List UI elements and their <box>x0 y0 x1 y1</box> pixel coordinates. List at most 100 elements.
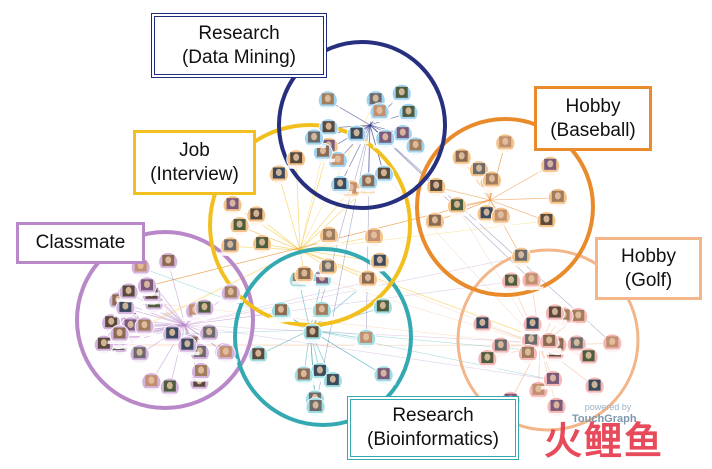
avatar-face <box>324 94 331 103</box>
person-node <box>488 206 513 227</box>
group-label-research-data-mining: Research (Data Mining) <box>151 13 327 78</box>
name-caption-bar <box>449 163 474 168</box>
group-label-line: (Data Mining) <box>181 46 297 68</box>
connection-edge <box>309 329 384 376</box>
person-node <box>91 334 116 355</box>
connection-edge <box>295 159 301 251</box>
person-node <box>373 128 398 149</box>
person-node <box>127 344 152 365</box>
connection-edge <box>184 324 577 345</box>
avatar-face <box>198 366 205 374</box>
name-caption-bar <box>244 221 269 225</box>
name-caption-bar <box>246 361 271 365</box>
connection-edge <box>489 199 547 222</box>
avatar-face <box>169 328 176 337</box>
person-node <box>371 365 396 386</box>
person-node <box>246 345 271 366</box>
connection-edge <box>299 152 324 251</box>
name-caption-bar <box>445 212 470 216</box>
avatar-face <box>518 251 525 259</box>
person-node <box>600 333 625 354</box>
person-node <box>175 335 200 356</box>
person-node <box>354 329 379 349</box>
avatar-face <box>488 174 495 183</box>
name-caption-bar <box>320 387 345 391</box>
avatar-face <box>337 179 344 187</box>
avatar-face <box>546 336 553 344</box>
name-caption-bar <box>160 340 185 344</box>
avatar-face <box>165 256 172 264</box>
name-caption-bar <box>344 140 369 145</box>
person-node <box>107 324 132 345</box>
name-caption-bar <box>315 106 340 110</box>
avatar-face <box>502 137 509 145</box>
avatar-face <box>316 366 323 374</box>
person-node <box>250 234 275 255</box>
avatar-face <box>318 305 325 313</box>
name-caption-bar <box>268 317 293 321</box>
avatar-face <box>379 301 386 309</box>
person-node <box>389 83 414 104</box>
name-caption-bar <box>520 330 545 335</box>
avatar-face <box>301 269 308 277</box>
name-caption-bar <box>338 195 363 199</box>
avatar-face <box>311 132 318 141</box>
name-caption-bar <box>156 267 181 272</box>
avatar-face <box>334 155 341 163</box>
avatar-face <box>259 238 266 246</box>
group-label-hobby-baseball: Hobby (Baseball) <box>534 86 652 151</box>
avatar-face <box>300 369 307 378</box>
name-caption-bar <box>309 316 334 321</box>
avatar-face <box>325 262 332 270</box>
name-caption-bar <box>355 192 380 197</box>
connection-edge <box>167 261 186 326</box>
avatar-face <box>554 192 561 200</box>
person-node <box>576 347 601 368</box>
name-caption-bar <box>175 351 200 356</box>
name-caption-bar <box>373 144 398 149</box>
name-caption-bar <box>316 134 341 138</box>
avatar-face <box>575 311 582 319</box>
person-node <box>320 371 345 391</box>
avatar-face <box>370 231 377 239</box>
avatar-face <box>222 347 229 355</box>
person-node <box>445 196 470 217</box>
person-node <box>268 301 293 322</box>
connection-edge <box>184 281 512 326</box>
avatar-face <box>353 129 360 137</box>
avatar-face <box>476 164 483 172</box>
name-caption-bar <box>120 337 145 342</box>
name-caption-bar <box>116 298 141 302</box>
name-caption-bar <box>127 360 152 364</box>
person-node <box>227 216 252 236</box>
person-node <box>424 177 449 197</box>
avatar-face <box>363 333 370 341</box>
group-label-line: (Interview) <box>150 163 239 185</box>
name-caption-bar <box>422 227 447 232</box>
connection-edge <box>299 100 376 251</box>
avatar-face <box>127 320 134 329</box>
name-caption-bar <box>286 286 311 290</box>
name-caption-bar <box>576 363 601 367</box>
name-caption-bar <box>266 180 291 185</box>
avatar-face <box>148 376 155 384</box>
name-caption-bar <box>499 287 524 292</box>
name-caption-bar <box>424 192 449 197</box>
group-label-line: Research <box>198 22 280 44</box>
avatar-face <box>585 351 592 359</box>
person-node <box>316 257 341 278</box>
avatar-face <box>380 369 387 377</box>
name-caption-bar <box>135 292 160 296</box>
name-caption-bar <box>488 222 513 227</box>
avatar-face <box>309 327 316 335</box>
person-node <box>355 269 380 290</box>
group-label-line: Hobby <box>621 245 676 267</box>
avatar-face <box>312 401 319 409</box>
group-label-line: Research <box>392 405 474 426</box>
connection-edge <box>169 324 186 388</box>
avatar-face <box>326 230 333 238</box>
name-caption-bar <box>564 350 589 354</box>
name-caption-bar <box>367 118 392 122</box>
avatar-face <box>255 349 262 357</box>
connection-edge <box>309 329 556 353</box>
